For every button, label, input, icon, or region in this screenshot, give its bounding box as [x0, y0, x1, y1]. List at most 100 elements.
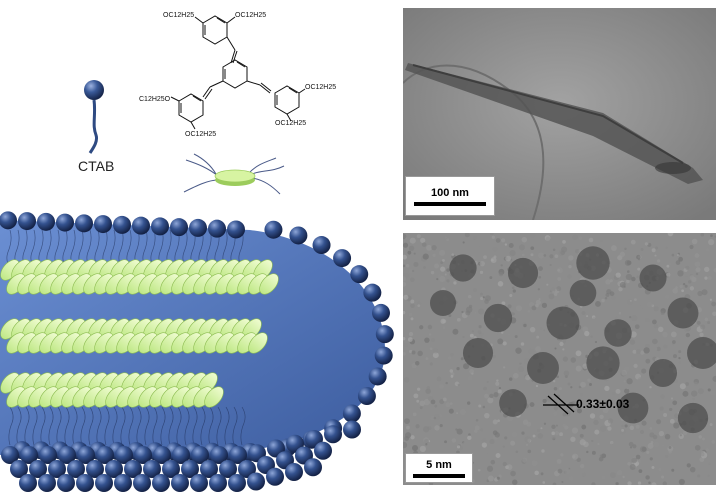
tem-texture-grain: [587, 378, 591, 383]
surfactant-tail: [72, 406, 78, 446]
tem-texture-grain: [413, 261, 419, 267]
tem-texture-grain: [408, 268, 414, 274]
tem-texture-grain: [645, 475, 650, 480]
tem-texture-grain: [403, 377, 410, 383]
tem-texture-grain: [451, 438, 457, 443]
tem-texture-grain: [417, 387, 421, 391]
tem-texture-grain: [691, 238, 698, 245]
tem-texture-grain: [686, 463, 691, 468]
tem-texture-grain: [446, 279, 450, 283]
tem-texture-grain: [431, 244, 437, 251]
tem-texture-grain: [507, 304, 512, 309]
nanoparticle: [576, 246, 610, 280]
micelle-head-sphere: [333, 249, 352, 268]
tem-texture-grain: [652, 338, 658, 345]
tem-texture-grain: [431, 338, 435, 342]
tem-texture-grain: [666, 264, 670, 268]
tem-texture-grain: [403, 310, 406, 315]
tem-texture-grain: [700, 270, 705, 274]
tem-texture-grain: [515, 347, 522, 354]
tem-texture-grain: [525, 374, 531, 381]
tem-texture-grain: [600, 425, 607, 432]
tem-texture-grain: [511, 286, 515, 290]
tem-texture-grain: [486, 380, 489, 383]
substituent-mid-left: C12H25O: [139, 96, 171, 103]
tem-texture-grain: [604, 297, 608, 300]
tem-texture-grain: [601, 298, 605, 303]
tem-texture-grain: [471, 372, 474, 375]
tem-texture-grain: [527, 449, 532, 454]
micelle-head-sphere: [181, 460, 199, 478]
tem-texture-grain: [648, 481, 651, 485]
surfactant-tail: [120, 406, 126, 446]
tem-texture-grain: [552, 248, 556, 252]
tem-texture-grain: [525, 443, 529, 447]
micelle-head-sphere: [371, 303, 390, 322]
tem-texture-grain: [482, 405, 486, 409]
tem-texture-grain: [576, 457, 581, 463]
tem-texture-grain: [543, 329, 546, 332]
tem-texture-grain: [456, 412, 459, 415]
tem-texture-grain: [624, 388, 630, 394]
tem-texture-grain: [682, 390, 689, 397]
tem-texture-grain: [492, 355, 496, 359]
tem-texture-grain: [538, 266, 543, 271]
tem-texture-grain: [579, 433, 584, 438]
micelle-head-sphere: [200, 460, 218, 478]
tem-texture-grain: [591, 482, 596, 485]
tem-texture-grain: [704, 317, 709, 322]
tem-texture-grain: [445, 381, 448, 385]
tem-texture-grain: [676, 253, 680, 257]
tem-texture-grain: [628, 441, 634, 447]
surfactant-tail: [160, 406, 166, 446]
tem-texture-grain: [655, 347, 658, 351]
tem-texture-grain: [567, 382, 571, 386]
tem-texture-grain: [689, 286, 695, 291]
tem-texture-grain: [456, 428, 463, 435]
micelle-illustration: [0, 211, 394, 492]
tem-texture-grain: [457, 383, 460, 387]
tem-texture-grain: [419, 400, 425, 407]
tem-texture-grain: [449, 369, 454, 373]
micelle-head-sphere: [57, 474, 75, 492]
tem-texture-grain: [411, 445, 419, 452]
tem-texture-grain: [561, 480, 564, 483]
tem-texture-grain: [581, 472, 586, 477]
surfactant-tail: [104, 406, 110, 446]
tem-texture-grain: [694, 261, 701, 268]
tem-texture-grain: [562, 356, 569, 362]
tem-texture-grain: [588, 237, 594, 243]
tem-texture-grain: [493, 392, 499, 398]
tem-texture-grain: [456, 445, 461, 449]
tem-texture-grain: [515, 305, 523, 312]
micelle-head-sphere: [0, 211, 17, 230]
tem-texture-grain: [528, 348, 535, 355]
tem-texture-grain: [653, 324, 658, 329]
tem-texture-grain: [436, 376, 442, 382]
tem-texture-grain: [553, 292, 558, 296]
tem-texture-grain: [580, 381, 586, 388]
tem-texture-grain: [707, 276, 712, 281]
tem-texture-grain: [586, 315, 589, 318]
scale-bar-line-top: [414, 201, 486, 206]
tem-texture-grain: [562, 340, 567, 344]
tem-texture-grain: [607, 418, 614, 424]
tem-texture-grain: [636, 254, 641, 260]
tem-texture-grain: [486, 465, 494, 472]
tem-texture-grain: [538, 275, 542, 279]
tem-texture-grain: [462, 335, 465, 339]
tem-texture-grain: [501, 238, 506, 243]
tem-texture-grain: [615, 316, 618, 319]
tem-texture-grain: [675, 286, 678, 289]
tem-texture-grain: [477, 244, 480, 247]
molecule-structure-diagram: [170, 15, 306, 130]
tem-texture-grain: [561, 246, 568, 253]
tem-texture-grain: [496, 379, 499, 382]
tem-texture-grain: [601, 475, 606, 480]
tem-texture-grain: [632, 349, 637, 354]
micelle-head-sphere: [67, 460, 85, 478]
tem-texture-grain: [483, 386, 487, 391]
tem-texture-grain: [467, 294, 472, 299]
tem-texture-grain: [453, 281, 457, 285]
tem-texture-grain: [671, 468, 675, 472]
